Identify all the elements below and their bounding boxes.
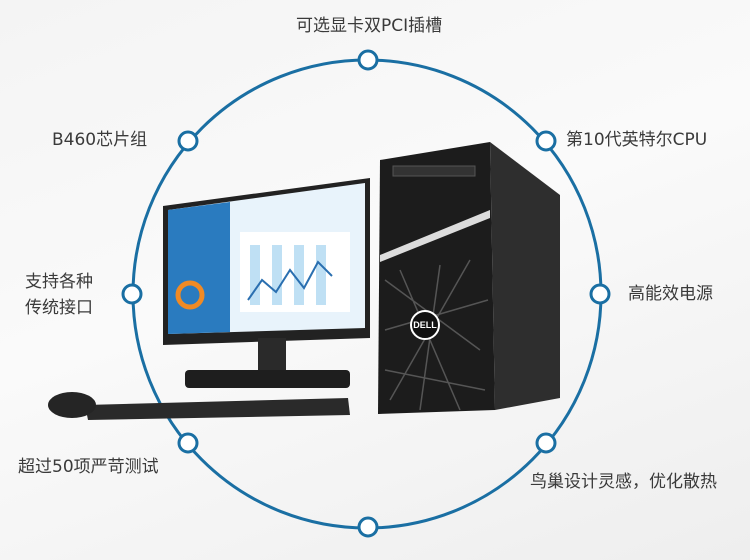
node-upper-left [177, 130, 199, 152]
feature-upper-left: B460芯片组 [52, 130, 148, 150]
feature-left-line2: 传统接口 [25, 298, 93, 318]
monitor-image [163, 178, 370, 388]
feature-upper-right: 第10代英特尔CPU [566, 130, 708, 150]
feature-lower-left: 超过50项严苛测试 [18, 457, 159, 477]
node-top [357, 49, 379, 71]
dell-logo: DELL [413, 320, 437, 330]
feature-top: 可选显卡双PCI插槽 [296, 16, 443, 36]
node-right [589, 283, 611, 305]
tower-image [378, 142, 560, 414]
mouse-image [48, 392, 96, 418]
node-upper-right [535, 130, 557, 152]
keyboard-image [85, 398, 350, 420]
node-left [121, 283, 143, 305]
feature-lower-right: 鸟巢设计灵感，优化散热 [530, 472, 717, 492]
node-lower-right [535, 432, 557, 454]
node-bottom [357, 516, 379, 538]
feature-left-line1: 支持各种 [25, 272, 93, 292]
feature-right: 高能效电源 [628, 284, 713, 304]
node-lower-left [177, 432, 199, 454]
